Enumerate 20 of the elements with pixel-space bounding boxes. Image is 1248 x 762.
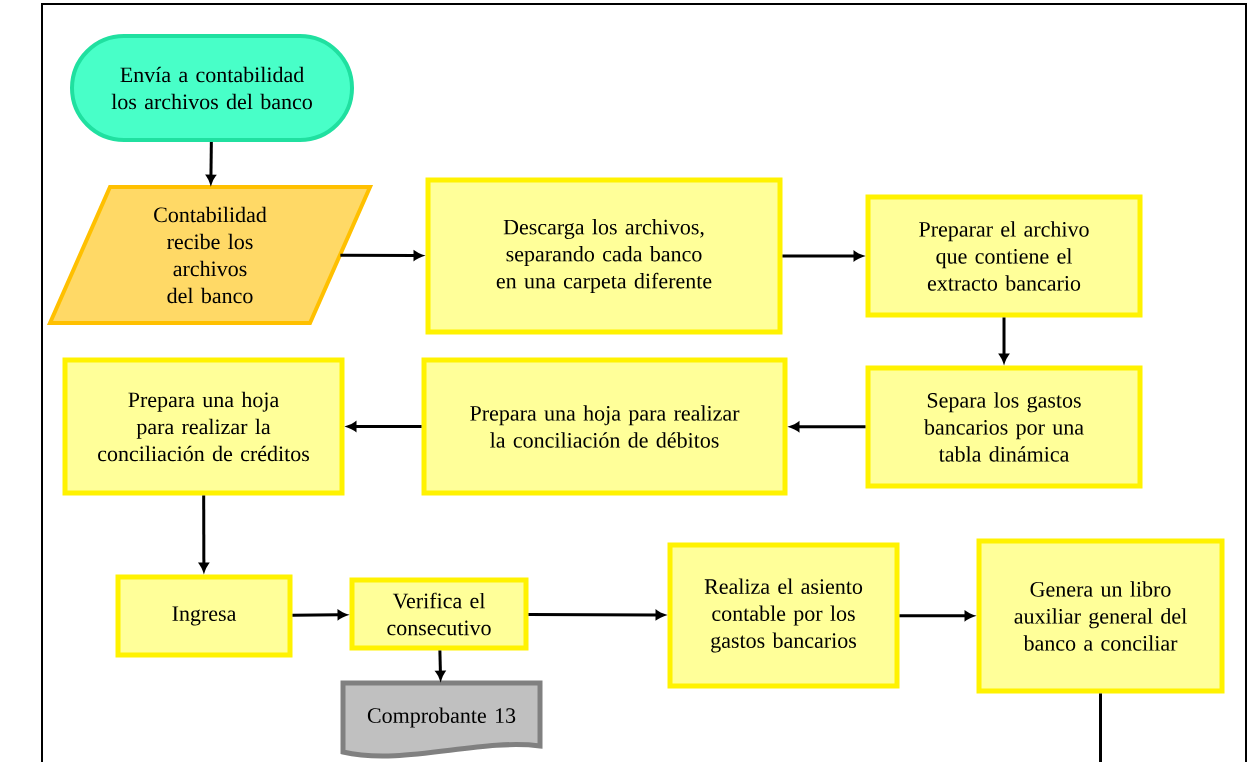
arrow (999, 317, 1009, 363)
process-box: Verifica el consecutivo (349, 577, 529, 651)
arrow (206, 142, 216, 184)
process-box: Realiza el asiento contable por los gastos bancarios (667, 542, 900, 689)
process-box: Preparar el archivo que contiene el extracto bancario (865, 194, 1143, 318)
process-box: Ingresa (115, 574, 293, 658)
start-terminal: Envía a contabilidad los archivos del banco (70, 34, 354, 142)
arrow (340, 250, 423, 261)
arrow (782, 251, 863, 261)
process-box: Prepara una hoja para realizar la conciliación de débitos (421, 357, 788, 496)
arrow (528, 610, 665, 620)
process-box: Descarga los archivos, separando cada banco en una carpeta diferente (425, 177, 783, 335)
process-box: Genera un libro auxiliar general del banco a conciliar (976, 538, 1225, 694)
arrow (292, 610, 347, 620)
arrow (899, 611, 974, 621)
arrow (199, 495, 209, 572)
arrow (435, 650, 446, 681)
process-box: Prepara una hoja para realizar la conciliación de créditos (62, 357, 345, 496)
arrow (790, 422, 866, 432)
process-box: Separa los gastos bancarios por una tabla dinámica (865, 365, 1143, 489)
